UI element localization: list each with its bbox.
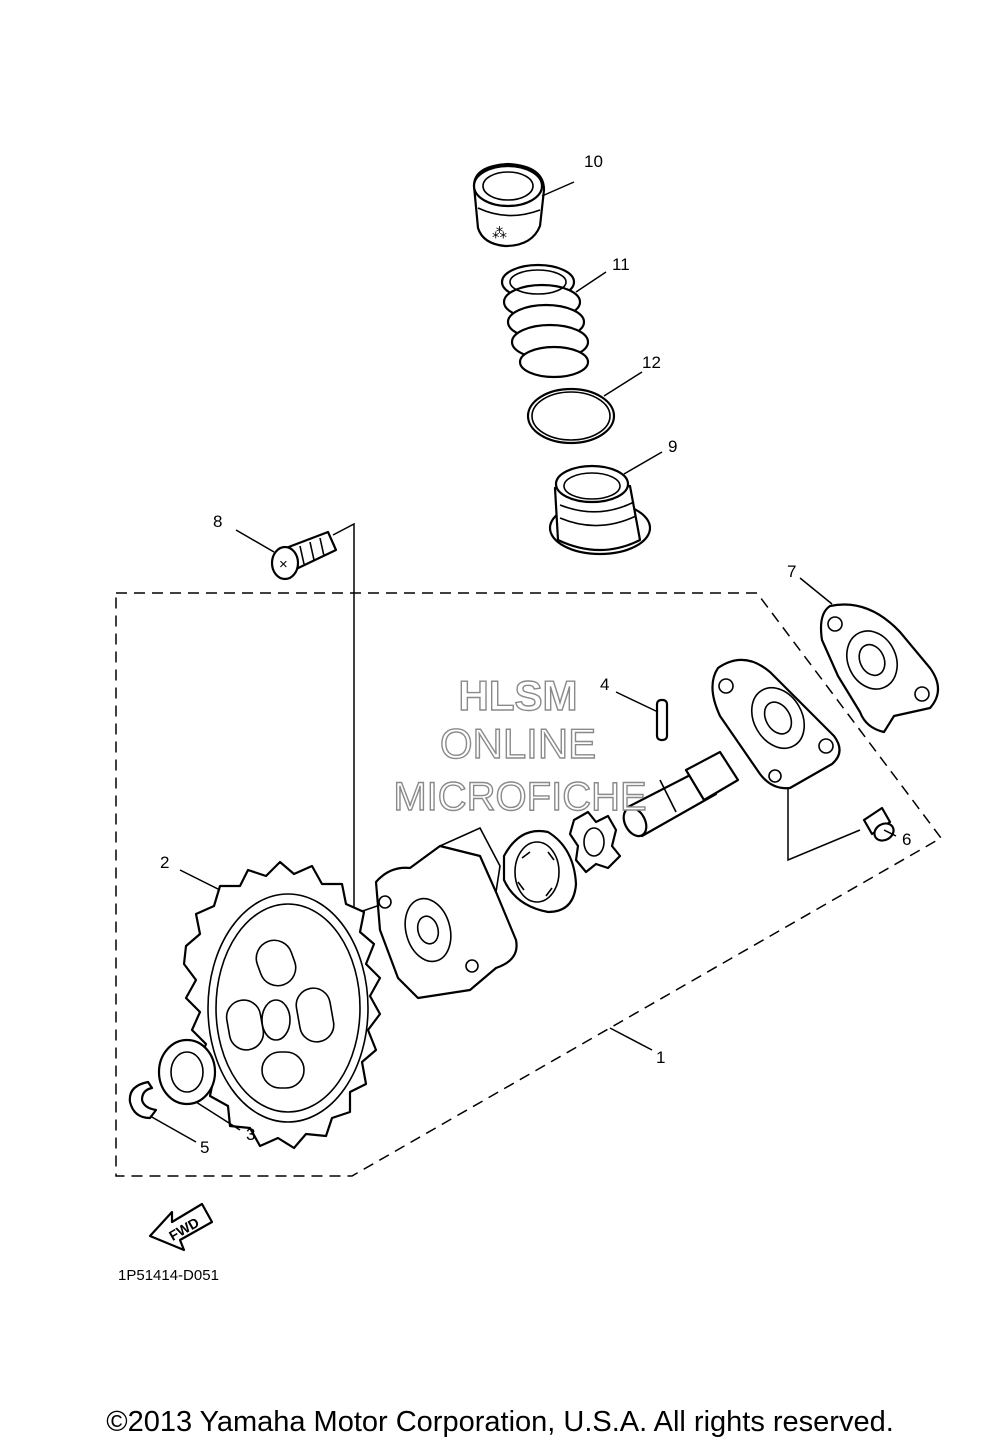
pump-cover — [711, 658, 841, 790]
assembly-boundary — [115, 592, 943, 1177]
bolt-guide-line — [332, 522, 355, 914]
callout-5: 5 — [200, 1138, 209, 1157]
callout-9: 9 — [668, 437, 677, 456]
part-oring-12 — [526, 387, 616, 445]
screw-guide-line — [787, 780, 861, 862]
part-washer-3 — [157, 1038, 217, 1106]
watermark-line-2: ONLINE — [440, 720, 596, 767]
callout-4: 4 — [600, 675, 609, 694]
callout-2: 2 — [160, 853, 169, 872]
exploded-view: ⁂ × — [115, 152, 943, 1284]
part-gear-2 — [182, 860, 382, 1150]
callout-8: 8 — [213, 512, 222, 531]
watermark-line-1: HLSM — [459, 672, 578, 719]
part-spring-11 — [500, 263, 590, 379]
inner-rotor — [568, 810, 622, 874]
watermark-line-3: MICROFICHE — [393, 775, 646, 819]
callout-7: 7 — [787, 562, 796, 581]
callout-6: 6 — [902, 830, 911, 849]
callout-12: 12 — [642, 353, 661, 372]
callout-11: 11 — [612, 255, 630, 274]
callout-3: 3 — [246, 1125, 255, 1144]
part-cap-10: ⁂ — [472, 162, 546, 248]
fwd-arrow-icon: FWD — [148, 1202, 214, 1252]
pump-body — [374, 826, 518, 1000]
part-screw-6 — [862, 806, 895, 842]
part-bolt-8: × — [270, 530, 338, 581]
callout-10: 10 — [584, 152, 603, 171]
diagram-reference-code: 1P51414-D051 — [118, 1267, 219, 1284]
part-plug-9 — [548, 464, 652, 556]
svg-text:⁂: ⁂ — [492, 225, 507, 242]
pump-shaft — [622, 750, 740, 838]
outer-rotor — [502, 829, 578, 914]
part-pin-4 — [655, 698, 669, 742]
copyright-notice: ©2013 Yamaha Motor Corporation, U.S.A. A… — [106, 1406, 894, 1438]
part-circlip-5 — [128, 1080, 158, 1120]
callout-1: 1 — [656, 1048, 665, 1067]
part-gasket-7 — [819, 603, 940, 734]
svg-text:×: × — [279, 556, 288, 573]
